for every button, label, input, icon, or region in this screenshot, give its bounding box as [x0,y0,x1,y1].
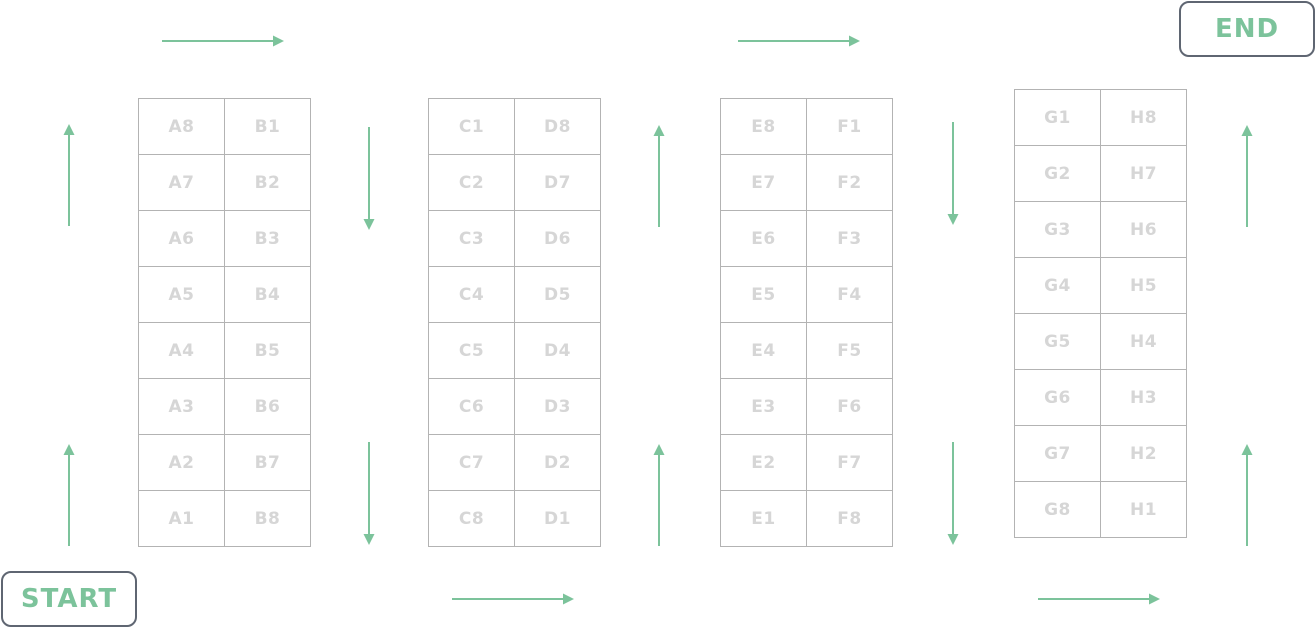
rack-cell: C2 [429,155,515,211]
arrow-up-5b [1241,444,1253,546]
rack-cell: F6 [807,379,893,435]
rack-cell: A3 [139,379,225,435]
rack-cell: G8 [1015,482,1101,538]
rack-cell: C1 [429,99,515,155]
start-terminal: START [1,571,137,627]
rack-cell: D6 [515,211,601,267]
rack-gh: G1 H8 G2 H7 G3 H6 G4 H5 G5 H4 G6 H3 G7 H… [1014,89,1187,538]
rack-cell: D7 [515,155,601,211]
rack-cell: D4 [515,323,601,379]
rack-cell: H6 [1101,202,1187,258]
rack-cd: C1 D8 C2 D7 C3 D6 C4 D5 C5 D4 C6 D3 C7 D… [428,98,601,547]
arrow-down-4b [947,442,959,545]
rack-cell: H4 [1101,314,1187,370]
rack-cell: B5 [225,323,311,379]
rack-cell: A5 [139,267,225,323]
rack-cell: B2 [225,155,311,211]
rack-cell: G2 [1015,146,1101,202]
rack-cell: A4 [139,323,225,379]
end-terminal: END [1179,1,1315,57]
arrow-up-1b [63,444,75,546]
rack-cell: B4 [225,267,311,323]
rack-cell: A1 [139,491,225,547]
rack-cell: D8 [515,99,601,155]
rack-cell: H3 [1101,370,1187,426]
rack-cell: B3 [225,211,311,267]
rack-cell: E8 [721,99,807,155]
arrow-up-3a [653,125,665,227]
rack-cell: E4 [721,323,807,379]
rack-ef: E8 F1 E7 F2 E6 F3 E5 F4 E4 F5 E3 F6 E2 F… [720,98,893,547]
rack-cell: B6 [225,379,311,435]
rack-cell: C8 [429,491,515,547]
rack-cell: G1 [1015,90,1101,146]
rack-cell: D5 [515,267,601,323]
rack-cell: B1 [225,99,311,155]
arrow-down-4a [947,122,959,225]
rack-cell: D1 [515,491,601,547]
rack-cell: F5 [807,323,893,379]
rack-cell: H8 [1101,90,1187,146]
arrow-down-2b [363,442,375,545]
rack-ab: A8 B1 A7 B2 A6 B3 A5 B4 A4 B5 A3 B6 A2 B… [138,98,311,547]
rack-cell: F7 [807,435,893,491]
arrow-right-bottom-1 [452,593,574,605]
rack-cell: H7 [1101,146,1187,202]
rack-cell: C7 [429,435,515,491]
rack-cell: D2 [515,435,601,491]
rack-cell: E3 [721,379,807,435]
rack-cell: F8 [807,491,893,547]
rack-cell: H2 [1101,426,1187,482]
rack-cell: F4 [807,267,893,323]
rack-cell: E7 [721,155,807,211]
arrow-down-2a [363,127,375,230]
rack-cell: B8 [225,491,311,547]
rack-cell: A8 [139,99,225,155]
rack-cell: G5 [1015,314,1101,370]
arrow-up-1a [63,124,75,226]
arrow-right-bottom-2 [1038,593,1160,605]
rack-cell: G4 [1015,258,1101,314]
start-label: START [20,584,118,614]
arrow-up-5a [1241,125,1253,227]
arrow-right-top-2 [738,35,860,47]
rack-cell: G7 [1015,426,1101,482]
rack-cell: H1 [1101,482,1187,538]
rack-cell: G3 [1015,202,1101,258]
rack-cell: H5 [1101,258,1187,314]
rack-cell: B7 [225,435,311,491]
rack-cell: E1 [721,491,807,547]
rack-cell: E2 [721,435,807,491]
rack-cell: A6 [139,211,225,267]
end-label: END [1214,14,1280,44]
rack-cell: E5 [721,267,807,323]
arrow-up-3b [653,444,665,546]
rack-cell: C6 [429,379,515,435]
rack-cell: G6 [1015,370,1101,426]
rack-cell: C5 [429,323,515,379]
rack-cell: F2 [807,155,893,211]
rack-cell: C4 [429,267,515,323]
rack-cell: A2 [139,435,225,491]
rack-cell: C3 [429,211,515,267]
rack-cell: E6 [721,211,807,267]
rack-cell: A7 [139,155,225,211]
arrow-right-top-1 [162,35,284,47]
rack-cell: F3 [807,211,893,267]
rack-cell: F1 [807,99,893,155]
rack-cell: D3 [515,379,601,435]
